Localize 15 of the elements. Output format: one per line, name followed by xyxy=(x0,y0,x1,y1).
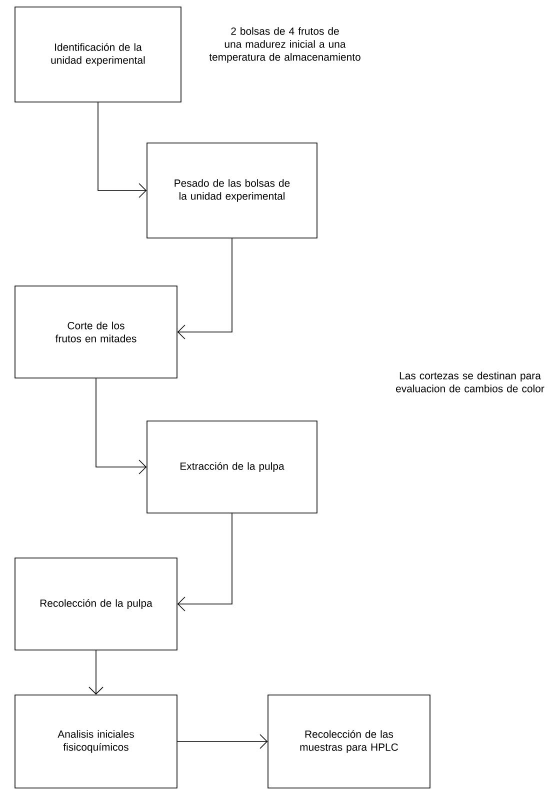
process-box: Recolección de las muestras para HPLC xyxy=(268,694,430,788)
process-box: Analisis iniciales fisicoquímicos xyxy=(14,694,178,788)
arrow xyxy=(177,513,232,612)
arrow xyxy=(177,238,232,340)
process-box: Corte de los frutos en mitades xyxy=(14,286,178,378)
arrow xyxy=(96,378,147,474)
process-box: Pesado de las bolsas de la unidad experimental xyxy=(146,142,318,238)
arrow xyxy=(88,650,104,695)
process-box: Extracción de la pulpa xyxy=(146,420,318,514)
arrow xyxy=(177,734,268,749)
note-text: Las cortezas se destinan para evaluacion de cambios de color xyxy=(396,372,544,392)
process-box: Recolección de la pulpa xyxy=(14,558,178,650)
arrow xyxy=(98,102,147,198)
note-text: 2 bolsas de 4 frutos de una madurez inicial a una temperatura de almacenamiento xyxy=(209,27,360,63)
process-box: Identificación de la unidad experimental xyxy=(14,6,182,102)
